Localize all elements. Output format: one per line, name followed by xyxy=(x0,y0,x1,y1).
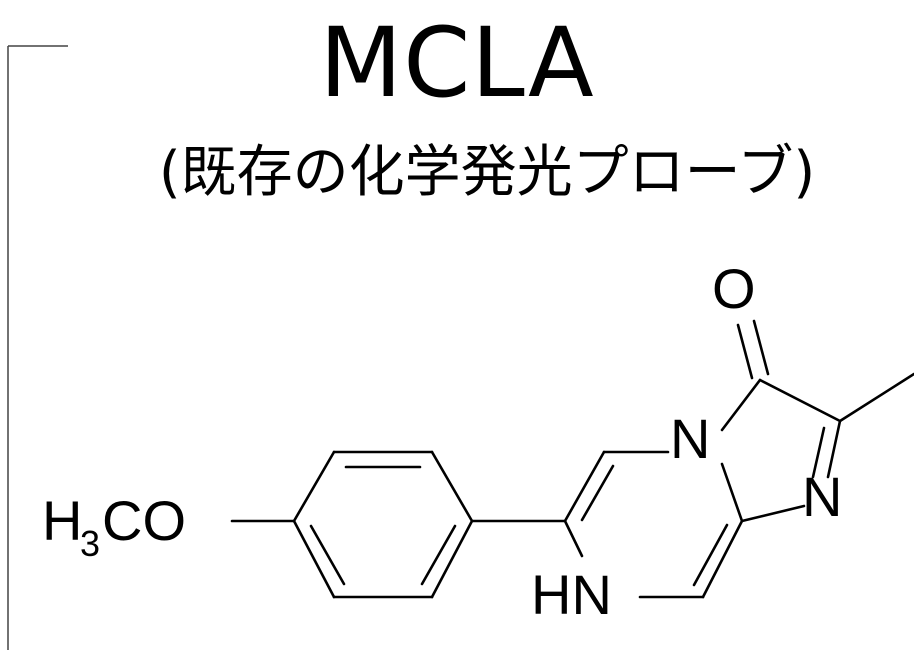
bond xyxy=(720,462,744,523)
methyl-bond xyxy=(838,372,914,423)
bond xyxy=(720,378,762,432)
page-title: MCLA xyxy=(319,7,595,119)
methoxy-group: H 3 CO xyxy=(42,489,186,564)
bond xyxy=(758,378,842,423)
benzene-ring xyxy=(292,450,474,599)
bond xyxy=(563,450,606,523)
bond xyxy=(292,450,336,523)
pyrazine-ring xyxy=(563,450,744,599)
double-bond-inner xyxy=(580,464,615,522)
atom-oxygen: O xyxy=(712,257,756,320)
bond xyxy=(292,519,336,599)
bond xyxy=(430,450,474,523)
double-bond-inner xyxy=(309,524,346,586)
bond xyxy=(826,419,842,479)
atom-nitrogen-imidazole: N xyxy=(802,465,842,528)
atom-amine: HN xyxy=(531,563,612,626)
bond xyxy=(740,504,806,523)
double-bond-inner xyxy=(811,426,826,479)
methoxy-hydrogen: H xyxy=(42,489,82,552)
double-bond-inner xyxy=(692,523,729,587)
methoxy-subscript: 3 xyxy=(80,523,100,564)
page-subtitle: (既存の化学発光プローブ) xyxy=(158,140,816,205)
bond xyxy=(563,519,584,558)
bond xyxy=(430,519,474,599)
carbonyl-bond xyxy=(752,319,770,376)
atom-nitrogen-bridge: N xyxy=(670,407,710,470)
double-bond-inner xyxy=(420,524,457,586)
bond xyxy=(701,519,744,599)
methoxy-carbon-oxygen: CO xyxy=(102,489,186,552)
carbonyl-bond xyxy=(736,323,754,380)
imidazolone-ring xyxy=(720,319,914,523)
